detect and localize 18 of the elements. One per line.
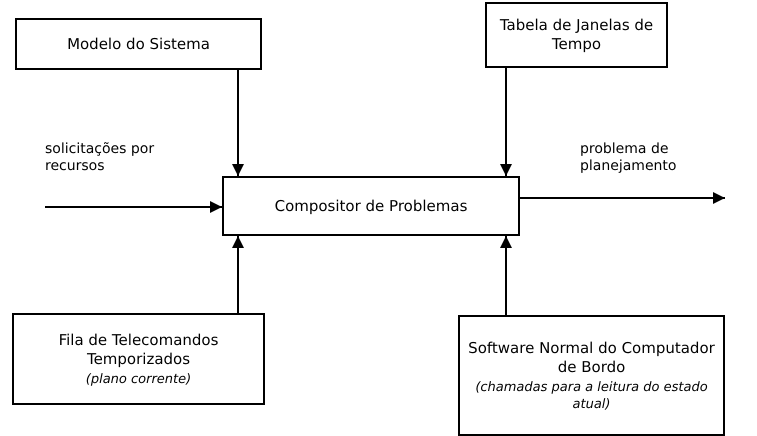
process-box: [12, 313, 265, 405]
process-box: [458, 315, 725, 436]
arrow: [500, 236, 512, 315]
box-label: Compositor de Problemas: [274, 196, 468, 216]
arrow: [45, 201, 222, 213]
process-box: [222, 176, 520, 236]
box-label: Fila de Telecomandos Temporizados: [58, 330, 220, 368]
arrow: [232, 236, 244, 313]
box-label: Software Normal do Computador de Bordo: [467, 338, 716, 376]
box-label: Modelo do Sistema: [67, 34, 210, 54]
box-label: Tabela de Janelas de Tempo: [498, 16, 654, 54]
process-box: [485, 2, 668, 68]
arrow: [500, 68, 512, 176]
process-box: [15, 18, 262, 70]
arrow: [232, 70, 244, 176]
arrow: [520, 192, 725, 204]
note-text: (chamadas para a leitura do estado atual): [474, 378, 709, 412]
note-text: (plano corrente): [86, 370, 192, 388]
